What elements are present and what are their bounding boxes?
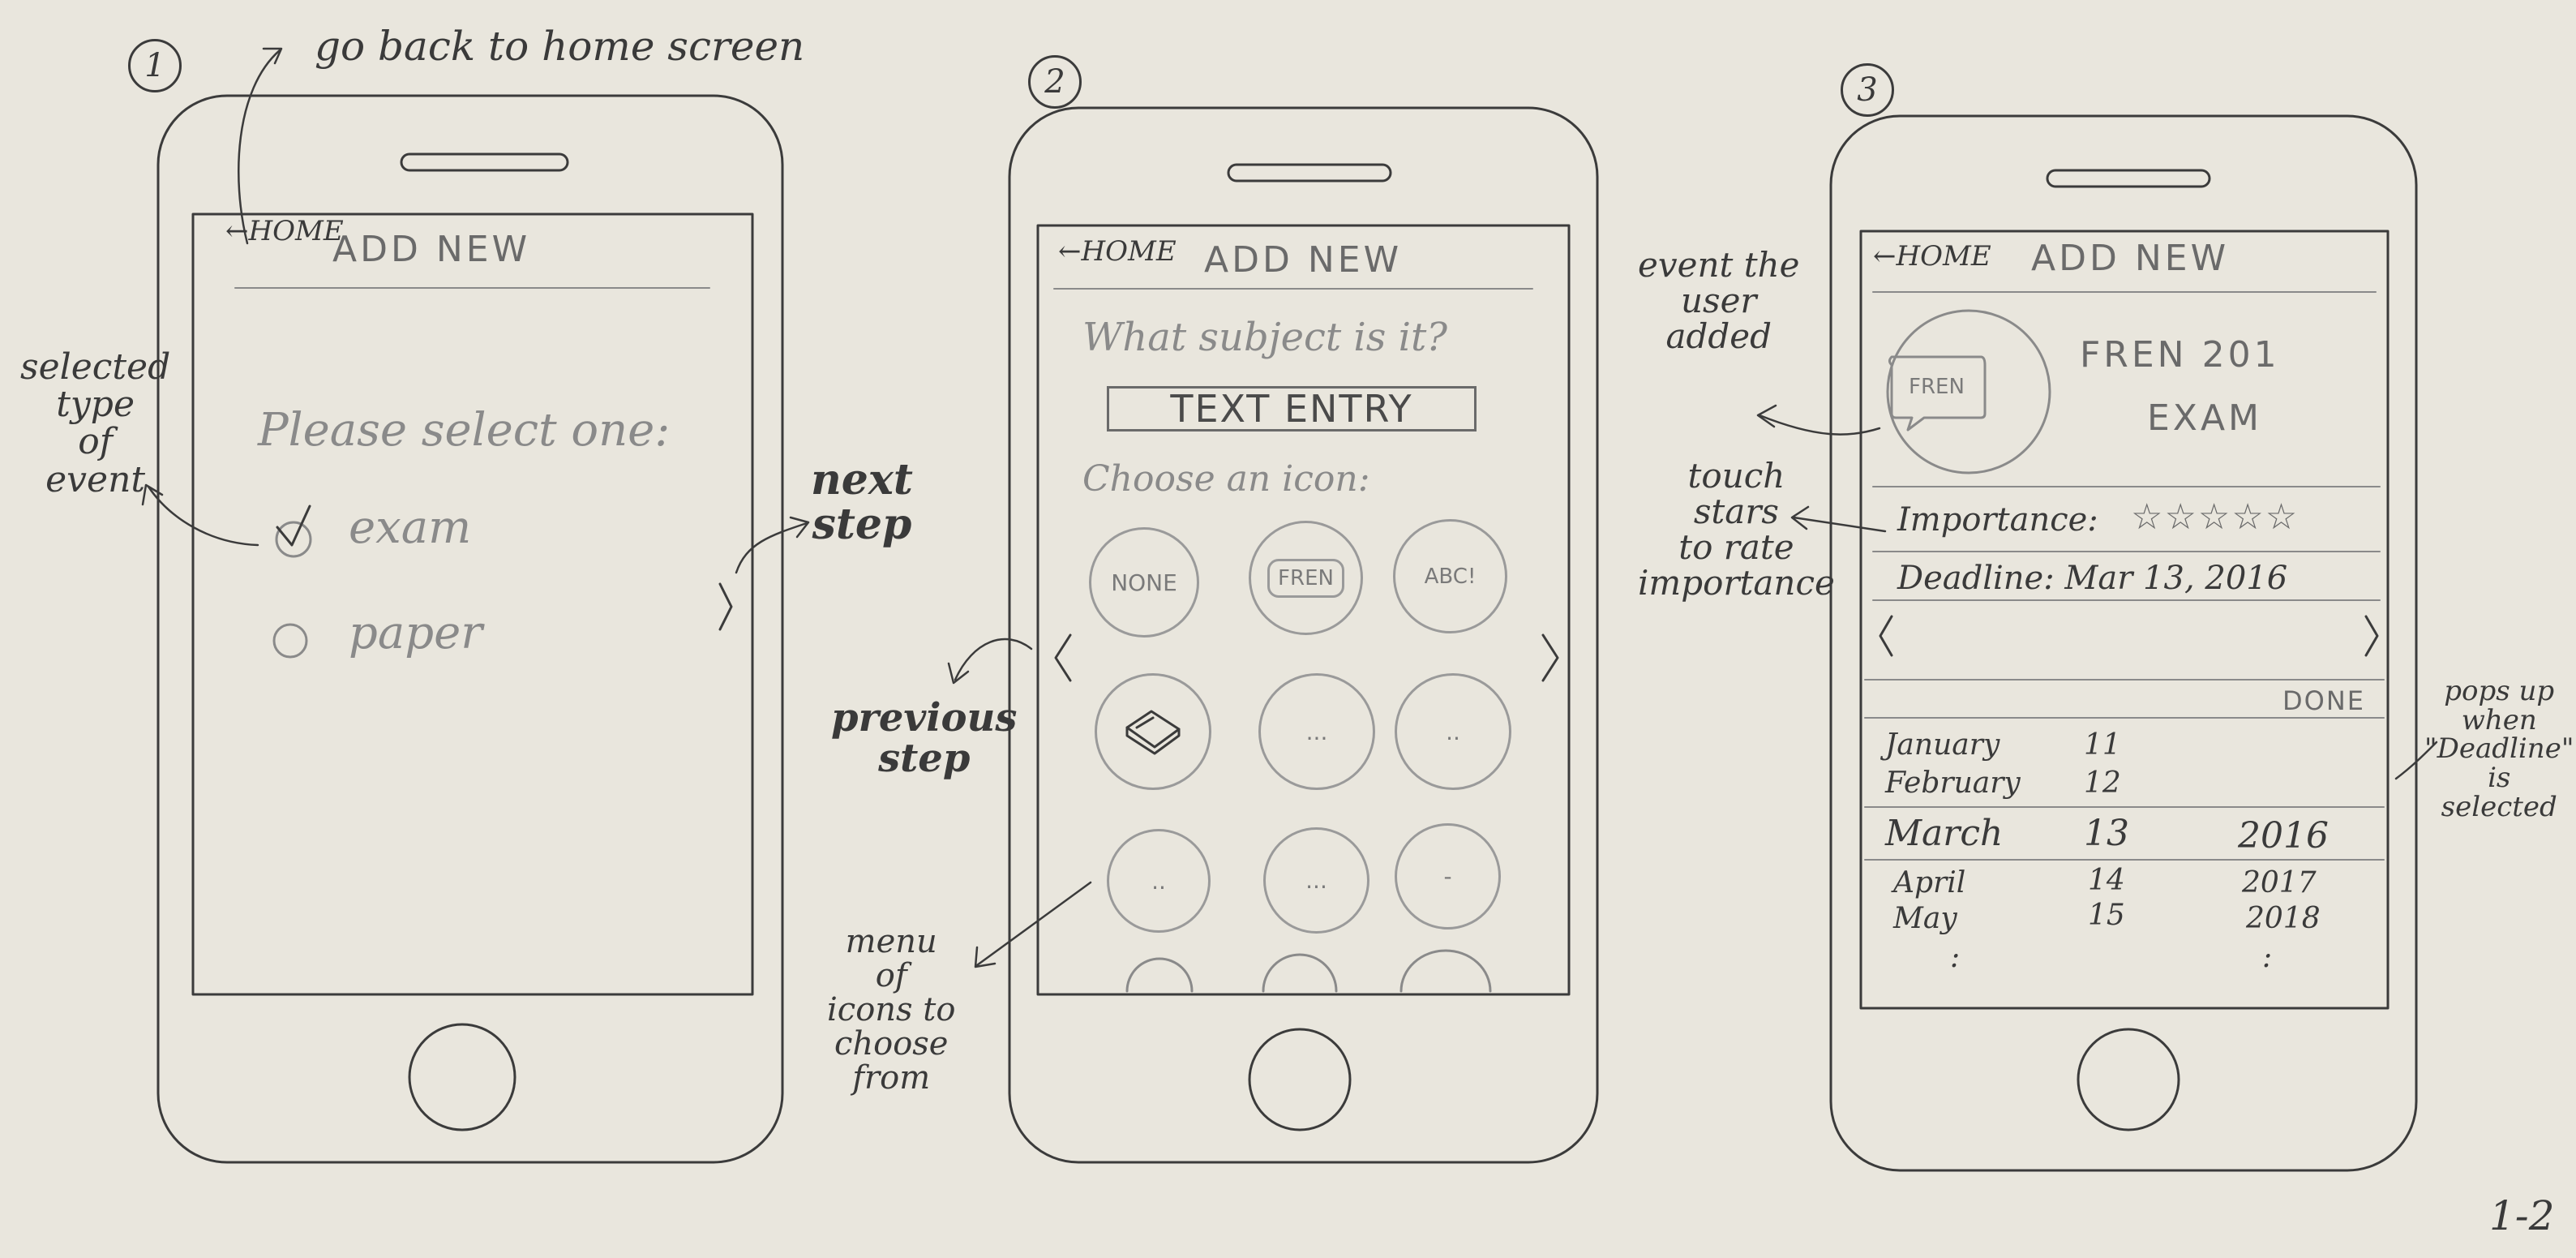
- annotation-line: user: [1680, 281, 1757, 321]
- screen-number-2: 2: [1028, 55, 1082, 109]
- partial-icon-row: [1125, 949, 1492, 993]
- annotation-line: pops up: [2444, 675, 2555, 707]
- icon-option-label: NONE: [1111, 569, 1177, 596]
- icon-option-label: FREN: [1267, 558, 1344, 598]
- annotation-line: stars: [1693, 492, 1779, 532]
- annotation-line: selected: [20, 346, 171, 388]
- picker-year: :: [2262, 941, 2273, 974]
- picker-year-selected: 2016: [2238, 815, 2329, 857]
- annotation-line: added: [1665, 316, 1772, 357]
- screen-number-1: 1: [128, 39, 182, 92]
- icon-option-label: ...: [1305, 718, 1328, 745]
- annotation-line: event: [45, 458, 146, 500]
- icon-option-placeholder[interactable]: -: [1395, 823, 1501, 930]
- picker-day: 12: [2084, 766, 2121, 800]
- home-back-link[interactable]: ←HOME: [1058, 235, 1177, 268]
- icon-option-label: ABC!: [1424, 564, 1477, 589]
- icon-option-placeholder[interactable]: ...: [1263, 827, 1369, 934]
- option-exam[interactable]: exam: [349, 501, 472, 554]
- icon-option-placeholder[interactable]: ..: [1395, 673, 1511, 790]
- importance-stars[interactable]: ☆☆☆☆☆: [2131, 496, 2300, 538]
- annotation-line: "Deadline": [2424, 732, 2574, 766]
- icon-option-placeholder[interactable]: ...: [1258, 673, 1375, 790]
- subject-question: What subject is it?: [1082, 315, 1448, 360]
- phone-1-outline: [156, 94, 784, 1164]
- picker-month: January: [1885, 728, 2000, 762]
- annotation-line: previous: [831, 695, 1018, 741]
- annotation-arrows: [141, 47, 2438, 968]
- annotation-line: step: [812, 499, 912, 549]
- annotation-line: menu: [845, 923, 937, 960]
- annotation-line: from: [852, 1059, 931, 1097]
- icon-option-placeholder[interactable]: ..: [1107, 829, 1211, 933]
- annotation-event-added: event the user added: [1638, 247, 1800, 354]
- picker-month: April: [1893, 866, 1966, 899]
- icon-option-none[interactable]: NONE: [1089, 527, 1199, 638]
- importance-label: Importance:: [1897, 501, 2098, 539]
- nav-title: ADD NEW: [2031, 238, 2230, 279]
- text-entry-label: TEXT ENTRY: [1170, 387, 1413, 431]
- annotation-line: type: [56, 384, 135, 426]
- annotation-line: of: [875, 957, 907, 994]
- annotation-previous-step: previous step: [831, 698, 1017, 779]
- picker-month-selected: March: [1885, 813, 2004, 854]
- picker-day: 14: [2088, 864, 2125, 897]
- carousel-chevrons: [718, 582, 2379, 682]
- picker-month: May: [1893, 902, 1957, 935]
- annotation-line: to rate: [1678, 527, 1794, 568]
- annotation-line: choose: [834, 1025, 949, 1063]
- select-prompt: Please select one:: [258, 404, 671, 457]
- annotation-line: touch: [1687, 456, 1785, 496]
- annotation-line: icons to: [827, 991, 956, 1028]
- picker-month: February: [1885, 766, 2021, 800]
- radio-icons: [272, 504, 312, 659]
- annotation-line: event the: [1638, 245, 1800, 285]
- annotation-selected-type: selected type of event: [20, 346, 171, 500]
- notebook-icon: [1125, 710, 1181, 755]
- deadline-field[interactable]: Deadline: Mar 13, 2016: [1897, 560, 2288, 597]
- annotation-touch-stars: touch stars to rate importance: [1638, 456, 1835, 603]
- picker-day-selected: 13: [2084, 813, 2129, 854]
- annotation-menu-icons: menu of icons to choose from: [827, 925, 955, 1095]
- picker-month: :: [1950, 941, 1961, 974]
- page-label: 1-2: [2489, 1192, 2555, 1239]
- home-back-link[interactable]: ←HOME: [1873, 240, 1991, 273]
- picker-year: 2018: [2246, 902, 2321, 935]
- event-title-line1: FREN 201: [2080, 334, 2280, 376]
- picker-year: 2017: [2242, 866, 2317, 899]
- icon-option-label: ...: [1305, 867, 1327, 894]
- annotation-line: step: [878, 736, 971, 782]
- icon-option-abc[interactable]: ABC!: [1393, 519, 1507, 633]
- icon-prompt: Choose an icon:: [1082, 458, 1370, 500]
- icon-option-fren[interactable]: FREN: [1249, 521, 1363, 635]
- subject-text-entry[interactable]: TEXT ENTRY: [1107, 386, 1477, 431]
- screen-number-3: 3: [1841, 63, 1894, 117]
- picker-day: 15: [2088, 899, 2125, 932]
- done-button[interactable]: DONE: [2282, 685, 2365, 716]
- icon-option-label: -: [1443, 863, 1452, 890]
- home-back-link[interactable]: ←HOME: [225, 215, 344, 247]
- annotation-line: importance: [1638, 563, 1835, 603]
- phone-2-outline: [1008, 106, 1599, 1164]
- annotation-next-step: next step: [811, 455, 913, 549]
- annotation-line: selected: [2441, 790, 2557, 823]
- annotation-go-back: go back to home screen: [315, 23, 805, 70]
- icon-option-label: ..: [1151, 867, 1166, 895]
- icon-option-notebook[interactable]: [1095, 673, 1211, 790]
- annotation-popsup: pops up when "Deadline" is selected: [2424, 675, 2574, 823]
- nav-title: ADD NEW: [332, 229, 531, 270]
- phone-3-outline: [1829, 114, 2418, 1172]
- event-title-line2: EXAM: [2147, 397, 2263, 439]
- icon-option-label: ..: [1446, 718, 1460, 745]
- annotation-line: next: [811, 455, 913, 504]
- nav-title: ADD NEW: [1204, 239, 1403, 281]
- annotation-line: when: [2461, 703, 2537, 736]
- option-paper[interactable]: paper: [349, 607, 482, 659]
- picker-day: 11: [2084, 728, 2121, 762]
- annotation-line: of: [78, 421, 114, 463]
- event-icon-label: FREN: [1909, 375, 1965, 399]
- annotation-line: is: [2488, 762, 2511, 795]
